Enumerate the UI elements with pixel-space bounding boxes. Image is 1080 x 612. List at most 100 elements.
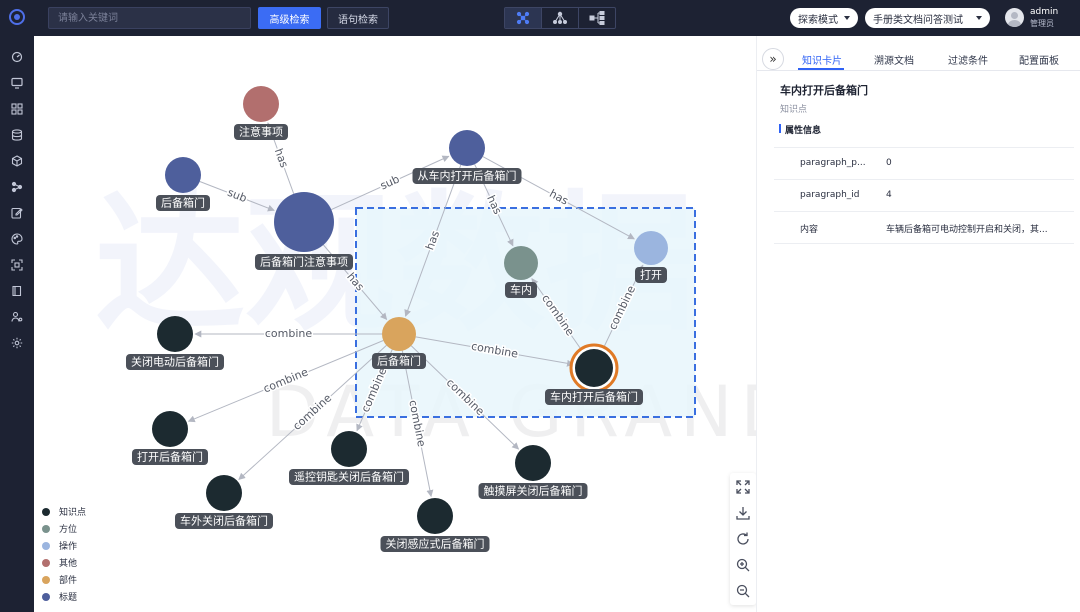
hierarchy-layout-button[interactable] — [579, 8, 615, 28]
dashboard-icon[interactable] — [11, 51, 23, 63]
edge-line — [199, 181, 275, 212]
node-label-bg — [478, 483, 588, 499]
database-icon[interactable] — [11, 129, 23, 141]
legend-item[interactable]: 标题 — [42, 588, 86, 605]
legend-label: 标题 — [59, 593, 78, 603]
node-circle — [515, 445, 551, 481]
graph-node[interactable]: 打开后备箱门 — [132, 411, 208, 465]
node-circle — [634, 231, 668, 265]
graph-edge[interactable]: combine — [194, 326, 382, 342]
node-label: 打开 — [640, 268, 662, 282]
attribute-row: 内容 车辆后备箱可电动控制开启和关闭，其... — [774, 212, 1074, 244]
graph-node[interactable]: 车外关闭后备箱门 — [175, 475, 273, 529]
edge-label: combine — [265, 327, 313, 340]
graph-node[interactable]: 车内 — [504, 246, 538, 298]
node-label: 从车内打开后备箱门 — [418, 169, 517, 183]
force-layout-button[interactable] — [505, 8, 542, 28]
fullscreen-icon[interactable] — [735, 479, 751, 495]
legend-label: 知识点 — [59, 508, 87, 518]
mode-select[interactable]: 探索模式 — [790, 8, 858, 28]
node-circle — [449, 130, 485, 166]
settings-icon[interactable] — [11, 337, 23, 349]
graph-node[interactable]: 车内打开后备箱门 — [545, 343, 643, 405]
node-label-bg — [126, 354, 224, 370]
node-circle — [382, 317, 416, 351]
grid-icon[interactable] — [11, 103, 23, 115]
force-layout-icon — [516, 11, 530, 25]
graph-icon[interactable] — [11, 181, 23, 193]
graph-node[interactable]: 关闭电动后备箱门 — [126, 316, 224, 370]
monitor-icon[interactable] — [11, 77, 23, 89]
tab-config[interactable]: 配置面板 — [1019, 56, 1059, 67]
legend-label: 其他 — [59, 559, 78, 569]
tree-layout-button[interactable] — [542, 8, 579, 28]
advanced-search-button[interactable]: 高级检索 — [258, 7, 321, 29]
node-circle — [165, 157, 201, 193]
edge-line — [415, 336, 575, 367]
edge-label: has — [272, 147, 291, 170]
node-circle — [206, 475, 242, 511]
zoom-in-icon[interactable] — [735, 557, 751, 573]
legend-item[interactable]: 方位 — [42, 520, 86, 537]
node-label-bg — [545, 389, 643, 405]
cube-icon[interactable] — [11, 155, 23, 167]
book-icon[interactable] — [11, 285, 23, 297]
graph-node[interactable]: 从车内打开后备箱门 — [412, 130, 522, 184]
edge-line — [238, 345, 387, 481]
graph-node[interactable]: 遥控钥匙关闭后备箱门 — [289, 431, 409, 485]
graph-node[interactable]: 注意事项 — [234, 86, 288, 140]
node-circle — [243, 86, 279, 122]
node-label: 后备箱门 — [377, 354, 421, 368]
node-label-bg — [234, 124, 288, 140]
edit-icon[interactable] — [11, 207, 23, 219]
graph-node[interactable]: 后备箱门注意事项 — [255, 192, 353, 270]
graph-node[interactable]: 打开 — [634, 231, 668, 283]
user-share-icon[interactable] — [11, 311, 23, 323]
legend-dot — [42, 575, 50, 584]
legend-item[interactable]: 部件 — [42, 571, 86, 588]
tab-filters[interactable]: 过滤条件 — [948, 56, 988, 67]
graph-node[interactable]: 后备箱门 — [156, 157, 210, 211]
edge-line — [404, 164, 462, 317]
attribute-table: paragraph_p... 0 paragraph_id 4 内容 车辆后备箱… — [774, 147, 1074, 244]
graph-toolbox — [730, 473, 756, 605]
zoom-out-icon[interactable] — [735, 583, 751, 599]
node-circle — [274, 192, 334, 252]
knowledge-base-select[interactable]: 手册类文档问答测试 — [865, 8, 990, 28]
tab-source-docs[interactable]: 溯源文档 — [874, 56, 914, 67]
graph-node[interactable]: 关闭感应式后备箱门 — [380, 498, 490, 552]
legend-dot — [42, 507, 50, 516]
legend-item[interactable]: 其他 — [42, 554, 86, 571]
node-label-bg — [255, 254, 353, 270]
edge-line — [331, 155, 450, 211]
refresh-icon[interactable] — [735, 531, 751, 547]
attribute-key: 内容 — [800, 225, 819, 235]
section-title: 属性信息 — [785, 126, 822, 136]
node-label: 后备箱门 — [161, 196, 205, 210]
search-input[interactable] — [48, 7, 251, 29]
graph-node[interactable]: 触摸屏关闭后备箱门 — [478, 445, 588, 499]
palette-icon[interactable] — [11, 233, 23, 245]
node-label-bg — [289, 469, 409, 485]
legend-label: 方位 — [59, 525, 78, 535]
node-label: 遥控钥匙关闭后备箱门 — [294, 470, 404, 484]
scan-icon[interactable] — [11, 259, 23, 271]
tab-knowledge-card[interactable]: 知识卡片 — [802, 56, 842, 67]
graph-node[interactable]: 后备箱门 — [372, 317, 426, 369]
node-label-bg — [156, 195, 210, 211]
collapse-panel-button[interactable]: » — [762, 48, 784, 70]
legend-item[interactable]: 知识点 — [42, 503, 86, 520]
detail-panel: » 知识卡片 溯源文档 过滤条件 配置面板 车内打开后备箱门 知识点 属性信息 … — [756, 36, 1080, 612]
logo-icon[interactable] — [9, 9, 25, 25]
download-icon[interactable] — [735, 505, 751, 521]
active-tab-indicator — [798, 68, 844, 70]
section-marker — [779, 124, 781, 133]
top-bar: 高级检索 语句检索 — [0, 0, 1080, 36]
knowledge-graph[interactable]: 达观数据 DATA GRAND hassubsubhashashashascom… — [34, 36, 756, 612]
legend-item[interactable]: 操作 — [42, 537, 86, 554]
graph-canvas[interactable]: 达观数据 DATA GRAND hassubsubhashashashascom… — [34, 36, 756, 612]
nodes-layer: 注意事项后备箱门后备箱门注意事项从车内打开后备箱门打开车内后备箱门车内打开后备箱… — [126, 86, 668, 552]
sentence-search-button[interactable]: 语句检索 — [327, 7, 389, 29]
avatar[interactable] — [1005, 8, 1024, 27]
node-label: 车外关闭后备箱门 — [180, 514, 268, 528]
